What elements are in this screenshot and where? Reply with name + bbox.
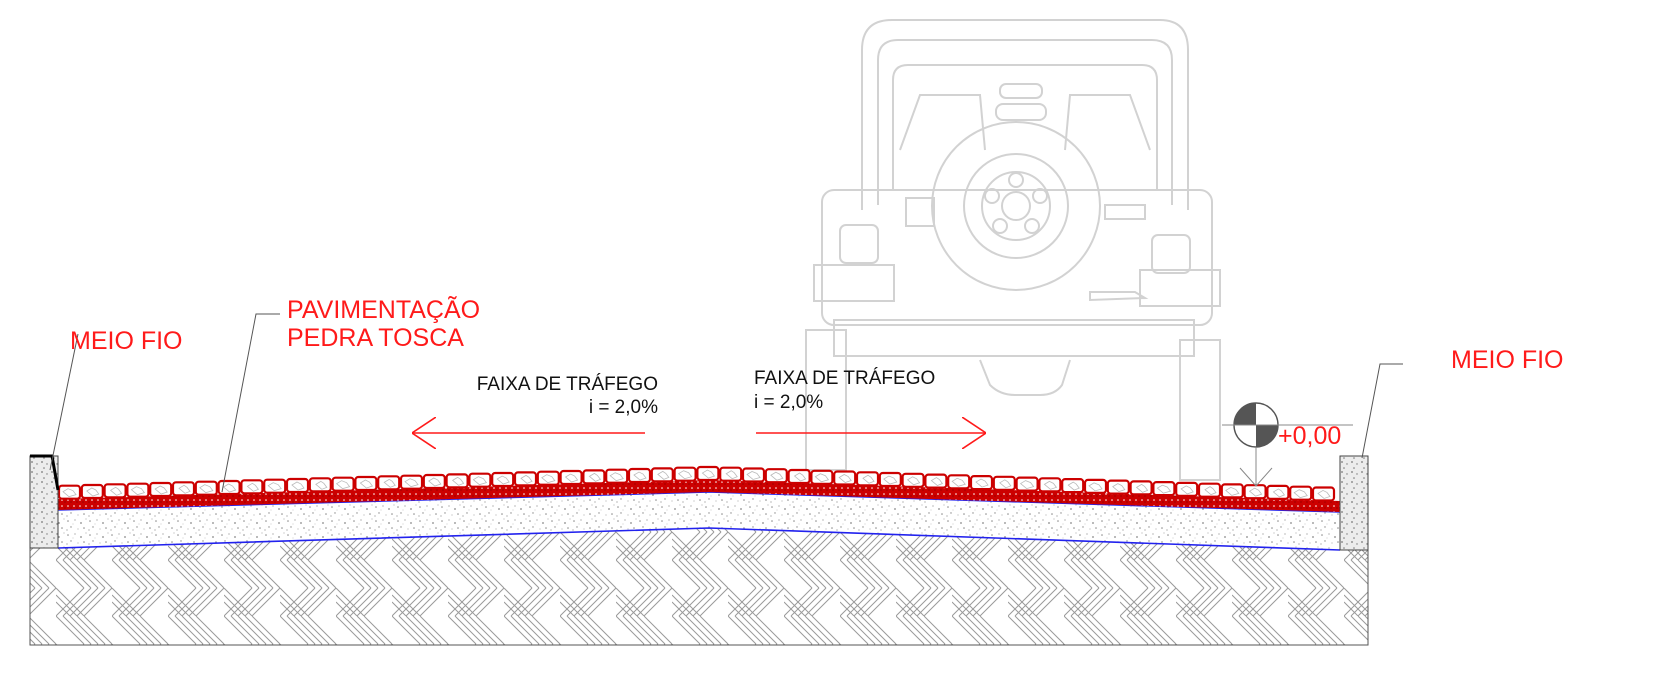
paving-stone-texture (1019, 480, 1035, 490)
paving-stone (992, 475, 1016, 491)
paving-stone-texture (814, 473, 830, 483)
paving-stones (57, 465, 1336, 502)
paving-stone-texture (1317, 489, 1331, 499)
leader-lines (49, 313, 1403, 493)
paving-stone (855, 471, 880, 487)
paving-stone (1197, 482, 1222, 498)
paving-stone-texture (609, 472, 624, 482)
paving-stone (308, 477, 332, 493)
paving-stone-texture (1088, 482, 1103, 492)
paving-stone-texture (315, 480, 328, 490)
paving-stone-texture (199, 484, 214, 494)
paving-stone-texture (746, 471, 761, 480)
paving-stone-texture (291, 481, 305, 491)
paving-stone-texture (1043, 480, 1058, 490)
paving-stone-texture (1156, 484, 1172, 494)
paving-stone-texture (906, 476, 921, 486)
paving-stone-texture (130, 486, 146, 496)
paving-stone-texture (267, 482, 282, 492)
jeep-rear-view-icon (805, 19, 1221, 481)
paving-stone-texture (930, 477, 944, 487)
paving-stone-texture (770, 471, 784, 481)
paving-stone-texture (383, 478, 396, 488)
paving-stone-texture (154, 485, 168, 495)
paving-stone (1083, 478, 1108, 494)
paving-stone-texture (657, 470, 670, 480)
paving-stone-texture (725, 470, 738, 480)
paving-stone-texture (404, 478, 419, 488)
paving-stone-texture (999, 479, 1012, 489)
paving-stone-texture (1135, 483, 1149, 493)
paving-stone (103, 483, 127, 499)
paving-stone-texture (1067, 481, 1080, 491)
paving-stone-texture (246, 482, 260, 492)
paving-stone-texture (109, 486, 123, 496)
paving-stone (240, 479, 264, 495)
paving-stone-texture (677, 470, 693, 480)
paving-stone-texture (496, 475, 510, 485)
paving-stone-texture (472, 476, 488, 486)
paving-stone (263, 478, 287, 494)
level-datum-icon (1222, 402, 1353, 487)
paving-label-line2: PEDRA TOSCA (287, 324, 464, 352)
bedding-sand-layer (58, 480, 1340, 512)
paving-stone-texture (1248, 487, 1263, 497)
paving-stone-texture (793, 472, 807, 482)
paving-label-line1: PAVIMENTAÇÃO (287, 295, 480, 324)
lane-left-slope: i = 2,0% (589, 397, 658, 418)
paving-stone-texture (838, 474, 852, 483)
paving-stone-texture (428, 477, 442, 487)
paving-stone (1266, 484, 1290, 500)
paving-stone (787, 468, 811, 485)
paving-stone-texture (86, 487, 100, 497)
paving-stone-texture (62, 488, 77, 498)
paving-stone-texture (1204, 486, 1217, 496)
subgrade-layer (29, 527, 1369, 646)
paving-stone-texture (359, 479, 374, 489)
paving-stone-texture (1272, 488, 1286, 498)
paving-stone-texture (520, 474, 533, 484)
lane-right-slope: i = 2,0% (754, 392, 823, 413)
paving-stone (924, 473, 948, 489)
curb-left-label: MEIO FIO (70, 327, 183, 355)
paving-stone (1129, 480, 1153, 496)
curb-left-top-edge (30, 454, 60, 491)
paving-stone-texture (862, 474, 875, 484)
paving-stone (445, 473, 469, 489)
paving-stone (719, 466, 743, 482)
paving-stone (194, 480, 218, 496)
paving-stone-texture (451, 476, 465, 486)
paving-stone (377, 475, 401, 491)
paving-stone-texture (1180, 485, 1194, 495)
paving-stone-texture (1112, 483, 1126, 493)
base-gravel-layer (58, 492, 1340, 550)
paving-stone-texture (222, 483, 237, 493)
paving-stone-texture (975, 478, 989, 488)
paving-stone-texture (541, 474, 556, 484)
curb-right (1339, 455, 1369, 551)
paving-stone-texture (564, 473, 579, 483)
paving-stone (810, 469, 834, 485)
paving-stone (126, 482, 150, 498)
lane-left-title: FAIXA DE TRÁFEGO (477, 374, 658, 395)
lane-right-title: FAIXA DE TRÁFEGO (754, 368, 935, 389)
paving-stone-texture (1225, 486, 1240, 496)
paving-stone-texture (588, 472, 602, 482)
paving-stone (513, 471, 538, 487)
paving-stone-texture (701, 469, 716, 479)
curb-right-label: MEIO FIO (1451, 346, 1564, 374)
paving-stone (171, 481, 196, 497)
paving-stone (57, 484, 82, 500)
paving-stone-texture (178, 484, 191, 494)
paving-stone (650, 467, 674, 483)
paving-stone-texture (335, 480, 351, 490)
paving-stone-texture (633, 471, 647, 481)
paving-stone (582, 469, 606, 485)
paving-stone (1061, 478, 1085, 494)
level-mark-label: +0,00 (1278, 422, 1341, 450)
paving-stone-texture (883, 475, 898, 485)
paving-stone-texture (951, 477, 966, 487)
paving-stone-texture (1293, 489, 1308, 499)
